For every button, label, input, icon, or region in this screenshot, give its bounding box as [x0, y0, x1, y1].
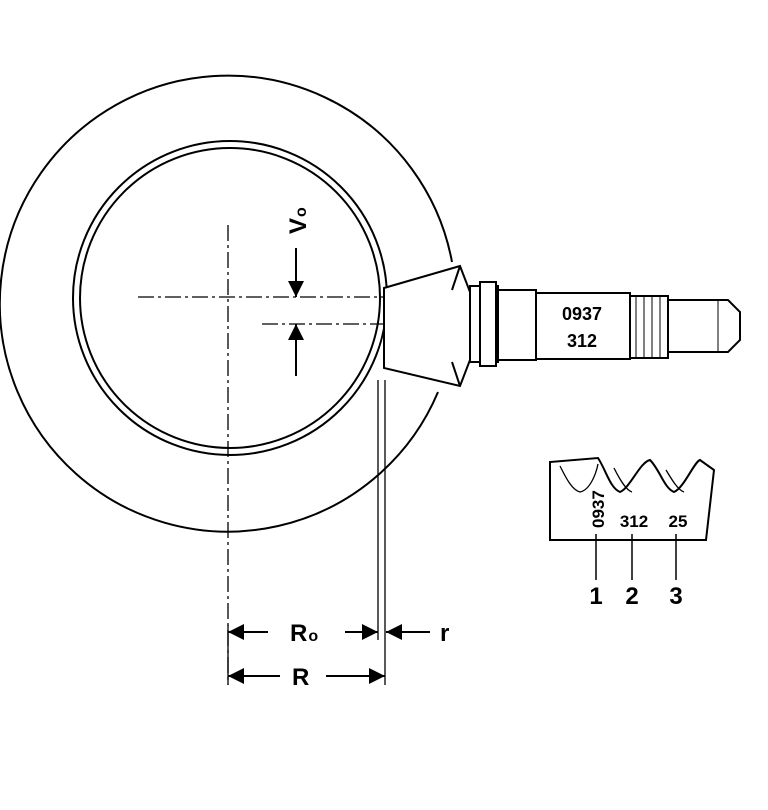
ring-gear [0, 74, 453, 533]
offset-label: Vo [285, 207, 312, 234]
detail-leader-lines [595, 534, 677, 580]
pinion-cone [383, 264, 471, 388]
pinion-marking-line1: 0937 [562, 304, 602, 324]
detail-tooth-grooves [559, 463, 685, 493]
detail-marking-1: 0937 [589, 490, 608, 528]
pinion-shaft-bearing [497, 289, 537, 361]
detail-callout-1: 1 [589, 583, 602, 610]
ring-gear-inner-circle [72, 140, 388, 456]
pinion-marking-line2: 312 [567, 331, 597, 351]
detail-callout-3: 3 [669, 583, 682, 610]
r-label: r [440, 620, 449, 647]
ring-gear-outer-rim [0, 74, 453, 533]
pinion-cone-chamfer-bottom [451, 361, 461, 387]
marking-detail: 0937 312 25 1 2 3 [549, 456, 716, 610]
pinion-collar-ring [479, 281, 497, 367]
pinion-gear [383, 264, 741, 388]
radius-label: R [292, 664, 309, 691]
spline-ticks [635, 296, 719, 358]
pinion-shaft-end [667, 299, 741, 353]
pinion-cone-chamfer-top [451, 265, 461, 291]
pinion-marking: 0937 312 [562, 304, 602, 351]
radius-o-label: Ro [290, 620, 318, 647]
detail-marking-2: 312 [620, 512, 648, 531]
pinion-shaft-label-area [535, 292, 631, 360]
ring-gear-bore [79, 147, 381, 449]
detail-gear-segment [549, 456, 716, 541]
detail-marking-3: 25 [669, 512, 688, 531]
detail-callout-2: 2 [625, 583, 638, 610]
